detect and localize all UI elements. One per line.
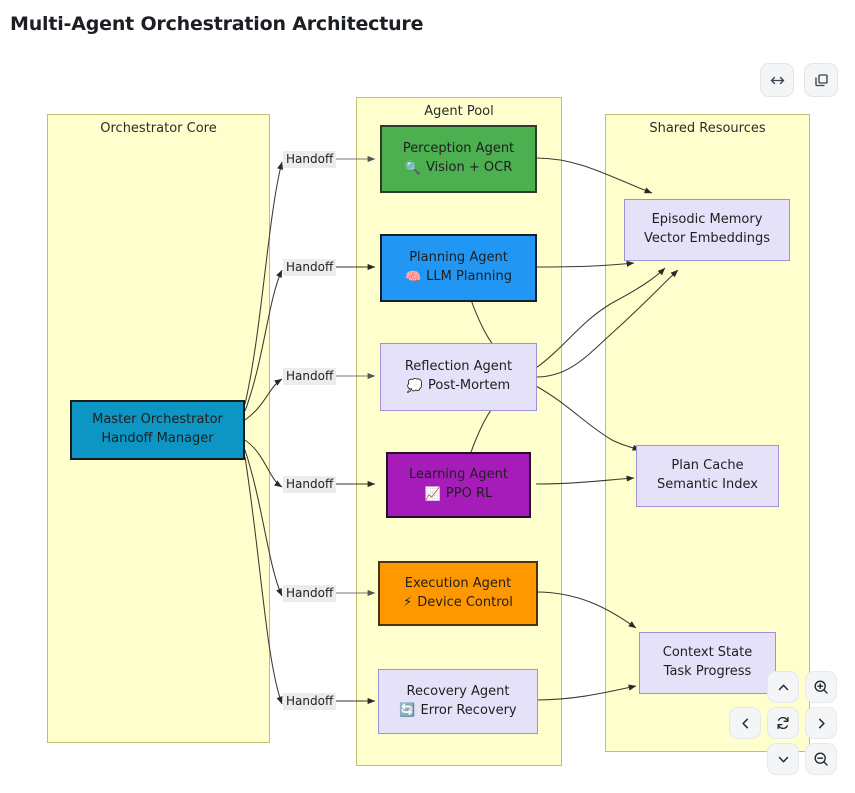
- node-master-orchestrator[interactable]: Master Orchestrator Handoff Manager: [70, 400, 245, 460]
- pan-up-button[interactable]: [767, 671, 799, 703]
- edge-label-handoff-recovery: Handoff: [283, 693, 337, 710]
- page-title: Multi-Agent Orchestration Architecture: [10, 13, 424, 35]
- node-execution-line1: Execution Agent: [404, 575, 512, 591]
- edge-label-handoff-execution: Handoff: [283, 585, 337, 602]
- cluster-label-shared-resources: Shared Resources: [649, 121, 766, 136]
- chevron-down-icon: [776, 752, 791, 767]
- edge-label-handoff-perception: Handoff: [283, 151, 337, 168]
- node-planning-line2: LLM Planning: [426, 269, 513, 284]
- duplicate-button[interactable]: [804, 63, 838, 97]
- fit-width-button[interactable]: [760, 63, 794, 97]
- node-orchestrator-line2: Handoff Manager: [101, 431, 214, 446]
- lightning-bolt-icon: ⚡: [403, 595, 413, 611]
- zoom-out-button[interactable]: [805, 743, 837, 775]
- duplicate-icon: [813, 72, 830, 89]
- diagram-canvas[interactable]: Orchestrator Core Agent Pool Shared Reso…: [0, 0, 855, 775]
- refresh-arrows-icon: 🔄: [399, 703, 416, 719]
- node-context-state-line1: Context State: [662, 645, 753, 661]
- magnifier-plus-icon: [813, 679, 829, 695]
- node-learning-agent[interactable]: Learning Agent 📈 PPO RL: [386, 452, 531, 518]
- node-plan-cache-line2: Semantic Index: [657, 477, 758, 492]
- node-planning-agent[interactable]: Planning Agent 🧠 LLM Planning: [380, 234, 537, 302]
- node-execution-agent[interactable]: Execution Agent ⚡ Device Control: [378, 561, 538, 626]
- magnifier-minus-icon: [813, 751, 829, 767]
- pan-down-button[interactable]: [767, 743, 799, 775]
- node-learning-line2: PPO RL: [445, 486, 493, 501]
- navigation-pad: [729, 671, 837, 793]
- node-recovery-line1: Recovery Agent: [406, 683, 510, 699]
- node-episodic-memory[interactable]: Episodic Memory Vector Embeddings: [624, 199, 790, 261]
- refresh-icon: [775, 715, 791, 731]
- node-recovery-line2: Error Recovery: [420, 702, 517, 718]
- node-context-state-line2: Task Progress: [663, 664, 752, 679]
- magnifier-icon: 🔍: [404, 160, 421, 176]
- node-planning-line1: Planning Agent: [409, 250, 508, 266]
- node-context-state[interactable]: Context State Task Progress: [639, 632, 776, 694]
- reset-view-button[interactable]: [767, 707, 799, 739]
- node-perception-agent[interactable]: Perception Agent 🔍 Vision + OCR: [380, 125, 537, 193]
- zoom-in-button[interactable]: [805, 671, 837, 703]
- node-recovery-agent[interactable]: Recovery Agent 🔄 Error Recovery: [378, 669, 538, 734]
- node-orchestrator-line1: Master Orchestrator: [92, 412, 223, 428]
- node-episodic-memory-line2: Vector Embeddings: [643, 231, 771, 246]
- cluster-label-orchestrator-core: Orchestrator Core: [100, 121, 217, 136]
- node-plan-cache[interactable]: Plan Cache Semantic Index: [636, 445, 779, 507]
- chart-increasing-icon: 📈: [424, 486, 441, 502]
- pan-right-button[interactable]: [805, 707, 837, 739]
- chevron-up-icon: [776, 680, 791, 695]
- fit-width-icon: [769, 72, 786, 89]
- node-perception-line2: Vision + OCR: [425, 160, 513, 175]
- thought-balloon-icon: 💭: [406, 378, 423, 394]
- cluster-agent-pool: Agent Pool: [356, 97, 562, 766]
- edge-label-handoff-planning: Handoff: [283, 259, 337, 276]
- edge-label-handoff-learning: Handoff: [283, 476, 337, 493]
- node-reflection-agent[interactable]: Reflection Agent 💭 Post-Mortem: [380, 343, 537, 411]
- node-execution-line2: Device Control: [417, 594, 513, 610]
- pan-left-button[interactable]: [729, 707, 761, 739]
- brain-icon: 🧠: [404, 269, 422, 285]
- node-reflection-line2: Post-Mortem: [428, 378, 511, 393]
- edge-label-handoff-reflection: Handoff: [283, 368, 337, 385]
- node-perception-line1: Perception Agent: [402, 141, 515, 157]
- node-plan-cache-line1: Plan Cache: [671, 458, 744, 474]
- chevron-right-icon: [814, 716, 829, 731]
- chevron-left-icon: [738, 716, 753, 731]
- top-toolbar: [760, 63, 838, 97]
- node-learning-line1: Learning Agent: [408, 467, 509, 483]
- cluster-label-agent-pool: Agent Pool: [424, 104, 494, 119]
- node-reflection-line1: Reflection Agent: [404, 359, 513, 375]
- node-episodic-memory-line1: Episodic Memory: [651, 212, 763, 228]
